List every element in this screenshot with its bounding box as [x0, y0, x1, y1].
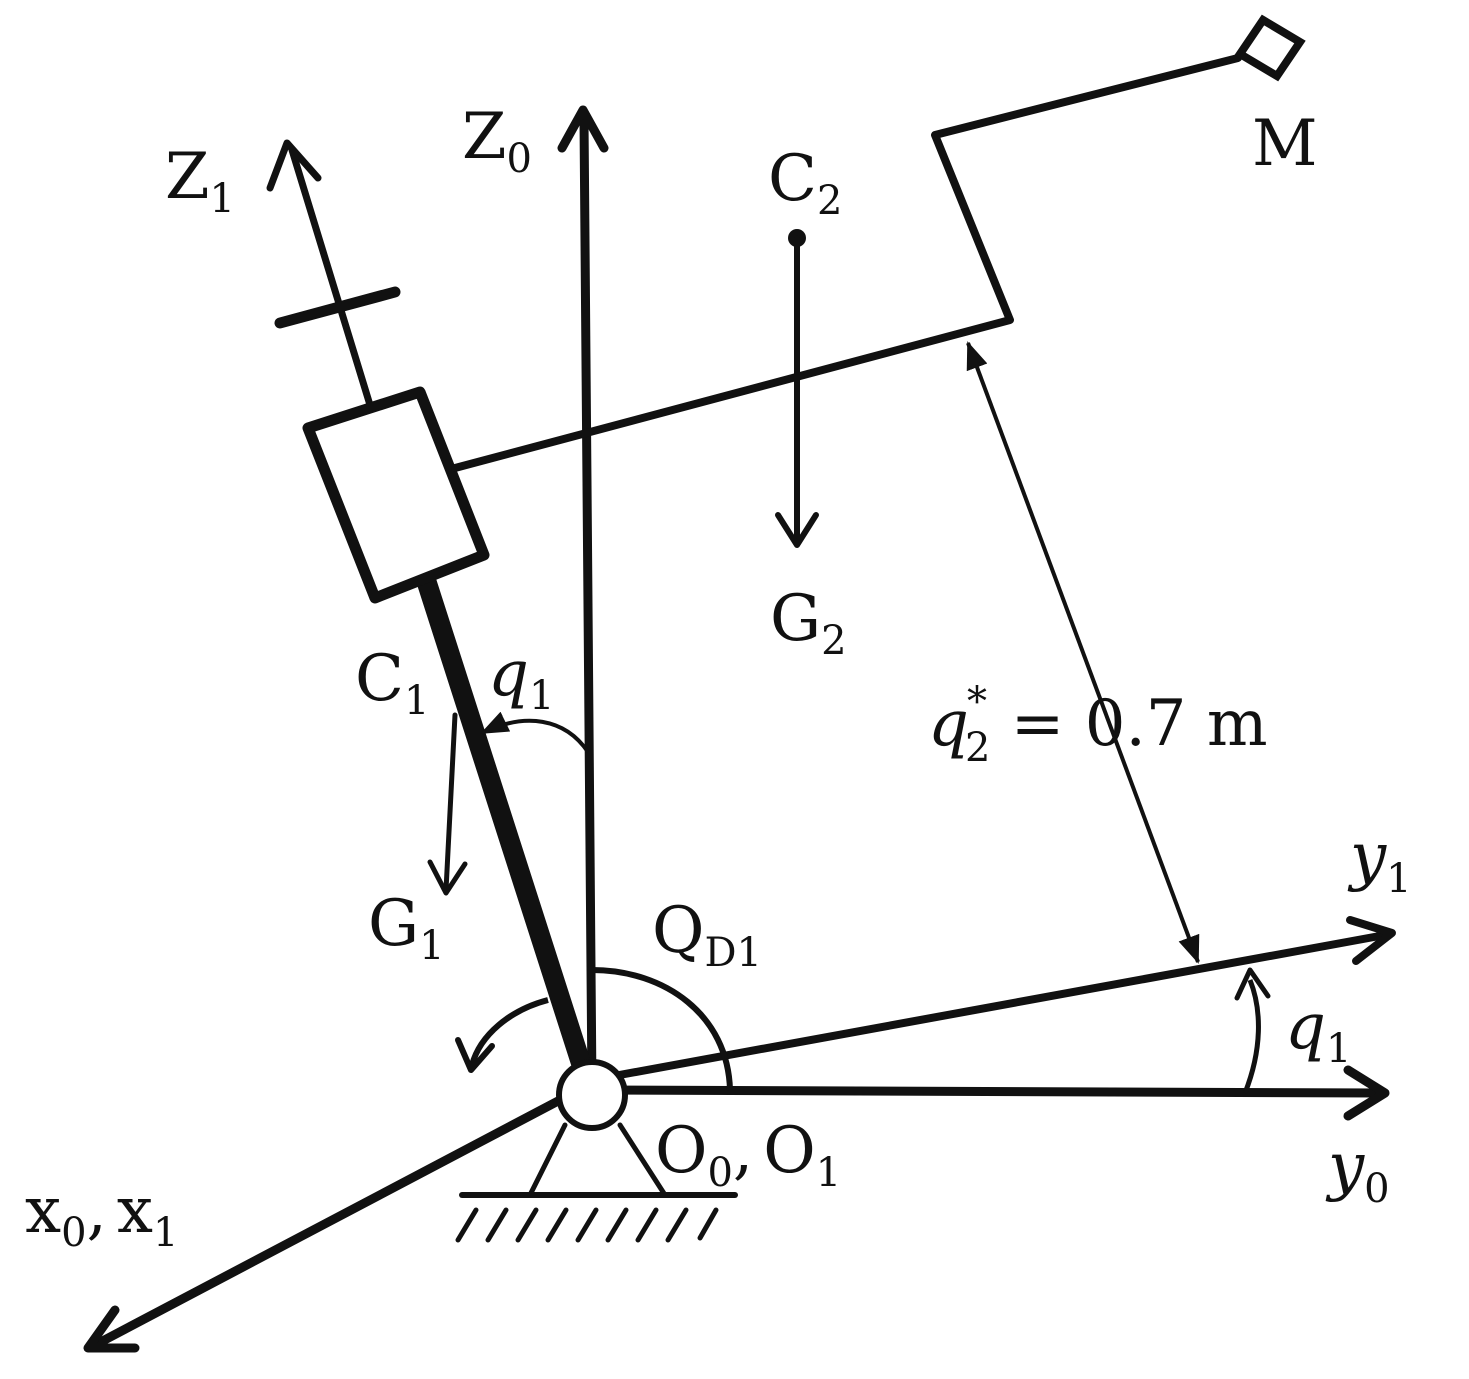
- axis-y0: [587, 1065, 1390, 1121]
- joint-o0-o1: [556, 1059, 628, 1131]
- label-c2: C2: [768, 142, 842, 224]
- label-g1: G1: [368, 887, 445, 969]
- axis-x0-x1: [83, 1095, 565, 1353]
- label-m: M: [1252, 107, 1318, 181]
- q1-arc-right: [1242, 979, 1261, 1094]
- gripper-m: [1234, 14, 1306, 82]
- g2-arrow: [775, 235, 819, 548]
- label-z0: Z0: [462, 100, 532, 182]
- link-1-rod: [416, 570, 598, 1095]
- label-qd1: QD1: [652, 894, 762, 976]
- axis-z0: [557, 105, 609, 1095]
- label-y0: y0: [1325, 1130, 1390, 1212]
- qd1-torque-arrow: [469, 997, 549, 1066]
- label-x0-x1: x0,x1: [25, 1174, 178, 1256]
- q1-arc-right-head: [1234, 967, 1271, 1001]
- label-c1: C1: [355, 642, 429, 724]
- g1-arrow: [427, 712, 468, 896]
- q2-dimension-line: [966, 341, 1200, 963]
- label-q2-length: q*2 = 0.7 m: [928, 679, 1268, 771]
- label-y1: y1: [1347, 820, 1412, 902]
- label-z1: Z1: [165, 140, 235, 222]
- label-q1-right: q1: [1285, 990, 1351, 1072]
- label-o0-o1: O0,O1: [655, 1114, 841, 1196]
- qd1-arc: [591, 967, 733, 1091]
- q1-arc-top: [480, 711, 590, 754]
- slider-block: [302, 386, 490, 604]
- label-q1-top: q1: [488, 637, 554, 719]
- ground-support: [455, 1122, 738, 1243]
- qd1-torque-head: [455, 1037, 495, 1073]
- axis-z1: [266, 139, 401, 409]
- link-2-arm: [451, 54, 1242, 472]
- label-g2: G2: [770, 582, 847, 664]
